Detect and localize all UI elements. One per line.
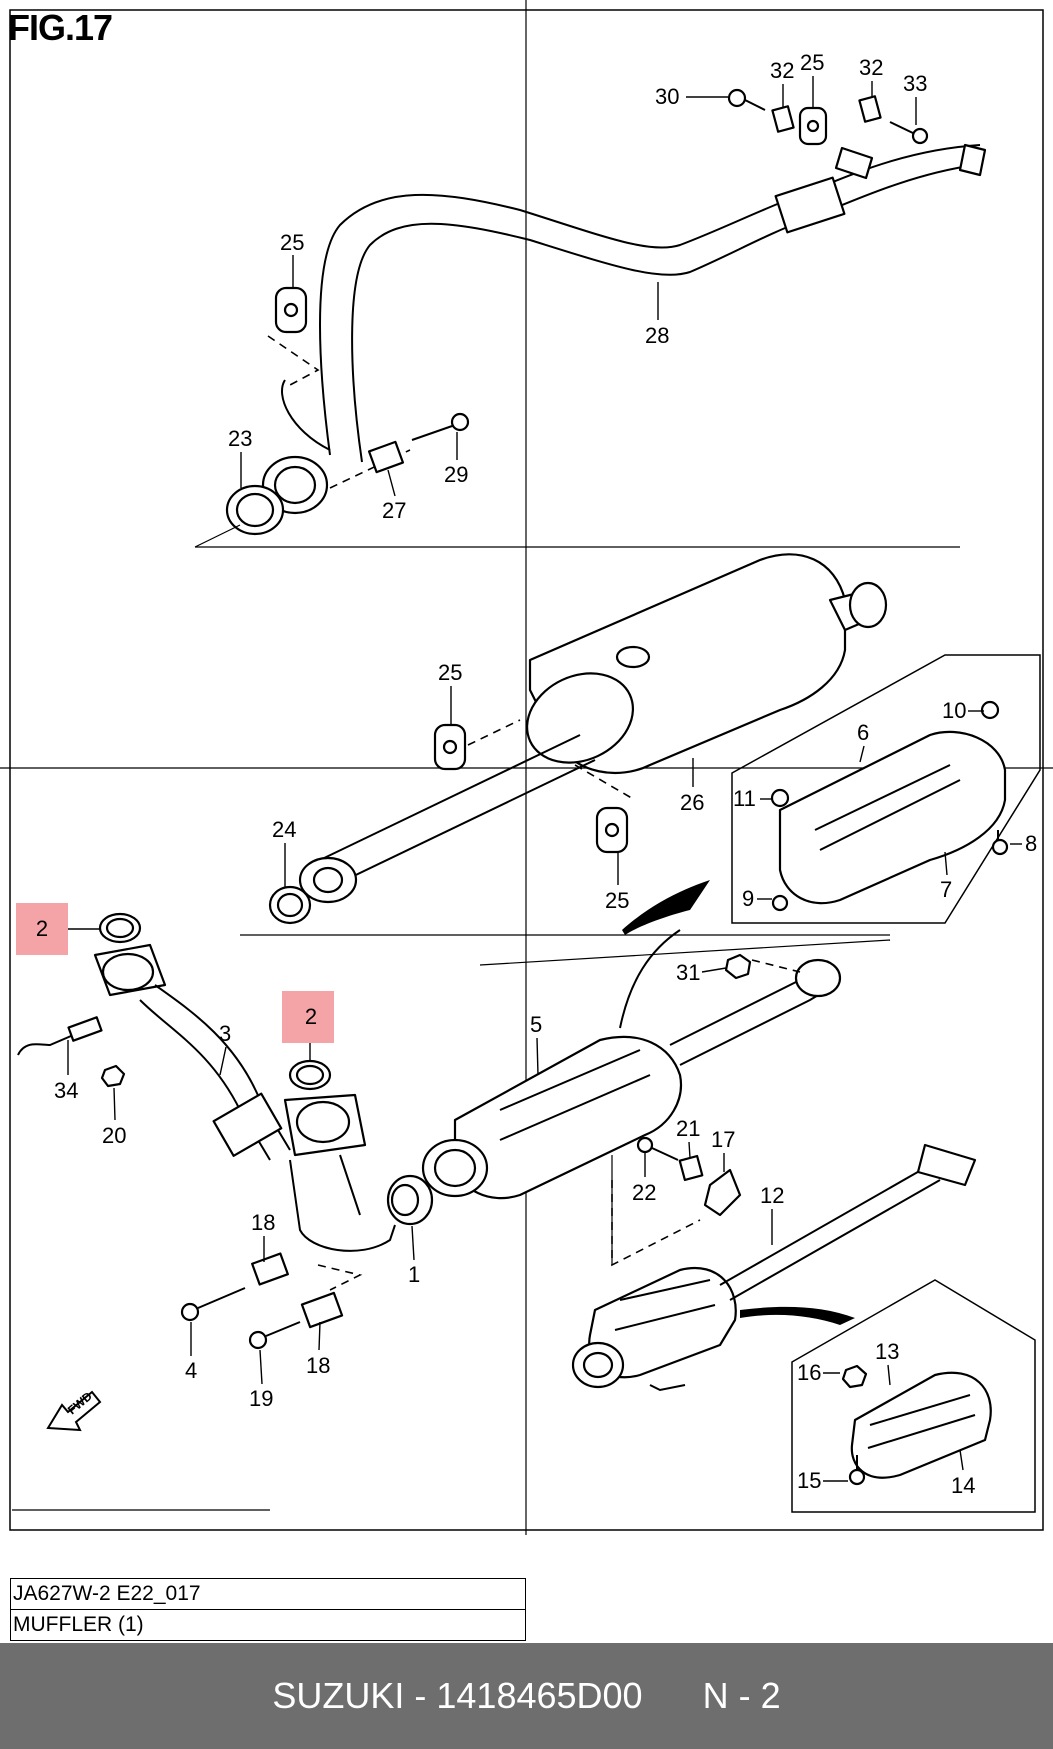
callout-4[interactable]: 4: [185, 1358, 197, 1383]
bolt-29: [411, 412, 470, 441]
callout-5[interactable]: 5: [530, 1012, 542, 1037]
spring-18-upper: [251, 1252, 289, 1286]
callout-27[interactable]: 27: [382, 498, 406, 523]
figure-label: FIG.17: [8, 7, 112, 48]
collar-32a: [771, 105, 795, 133]
callout-16[interactable]: 16: [797, 1360, 821, 1385]
callout-20[interactable]: 20: [102, 1123, 126, 1148]
callout-9[interactable]: 9: [742, 886, 754, 911]
heat-shield-inset-box: [731, 654, 1041, 924]
callout-25a[interactable]: 25: [800, 50, 824, 75]
intermediate-pipe: [298, 734, 596, 904]
tail-pipe-28: [319, 143, 987, 463]
footer-page: N - 2: [702, 1675, 781, 1716]
callout-1[interactable]: 1: [408, 1262, 420, 1287]
catalytic-converter-12: [571, 1143, 977, 1392]
callout-34[interactable]: 34: [54, 1078, 78, 1103]
callout-14[interactable]: 14: [951, 1473, 975, 1498]
bolt-33: [889, 121, 929, 145]
callout-18a[interactable]: 18: [251, 1210, 275, 1235]
hanger-25-mid-upper: [433, 723, 467, 771]
callout-17[interactable]: 17: [711, 1127, 735, 1152]
hanger-25-left: [274, 286, 308, 334]
inset-pointer: [622, 880, 710, 935]
spring-27: [367, 440, 405, 474]
section-divider-3: [479, 939, 891, 966]
callout-13[interactable]: 13: [875, 1339, 899, 1364]
caption-code: JA627W-2 E22_017: [10, 1578, 526, 1610]
callout-25d[interactable]: 25: [605, 888, 629, 913]
gasket-24: [268, 885, 312, 925]
gasket-2-left: [98, 912, 142, 944]
highlight-box-2-left: [16, 903, 68, 955]
callout-31[interactable]: 31: [676, 960, 700, 985]
callout-23[interactable]: 23: [228, 426, 252, 451]
hanger-25-mid-lower: [595, 806, 629, 854]
callout-28[interactable]: 28: [645, 323, 669, 348]
callout-21[interactable]: 21: [676, 1116, 700, 1141]
callout-25b[interactable]: 25: [280, 230, 304, 255]
callout-8[interactable]: 8: [1025, 831, 1037, 856]
inset-pointer-line: [619, 929, 681, 1029]
gasket-2-right: [288, 1059, 332, 1091]
highlight-box-2-right: [282, 991, 334, 1043]
caption-title: MUFFLER (1): [10, 1609, 526, 1641]
callout-22[interactable]: 22: [632, 1180, 656, 1205]
bolt-30: [727, 88, 766, 111]
callout-19[interactable]: 19: [249, 1386, 273, 1411]
nut-31: [724, 953, 752, 980]
callout-26[interactable]: 26: [680, 790, 704, 815]
callout-labels: 30 32 25 32 33 25 28 23 29 27 25 10 6 11…: [54, 50, 1037, 1498]
exhaust-manifold-flange-2: [283, 1093, 396, 1252]
footer-part-number: SUZUKI - 1418465D00: [272, 1675, 643, 1716]
callout-2-left[interactable]: 2: [36, 916, 48, 941]
collar-21: [678, 1154, 704, 1182]
callout-10[interactable]: 10: [942, 698, 966, 723]
callout-18b[interactable]: 18: [306, 1353, 330, 1378]
main-muffler-26: [525, 553, 888, 775]
callout-32a[interactable]: 32: [770, 58, 794, 83]
callout-24[interactable]: 24: [272, 817, 296, 842]
heat-shield-inset-box-2: [791, 1279, 1036, 1513]
inset-pointer-2: [740, 1306, 855, 1325]
hanger-25-top: [798, 106, 828, 146]
gasket-23: [225, 484, 285, 536]
callout-15[interactable]: 15: [797, 1468, 821, 1493]
gasket-1: [386, 1174, 434, 1226]
callout-3[interactable]: 3: [219, 1021, 231, 1046]
callout-32b[interactable]: 32: [859, 55, 883, 80]
spring-18-lower: [300, 1291, 344, 1329]
callout-11[interactable]: 11: [733, 786, 756, 811]
catalytic-converter-5: [421, 958, 842, 1200]
callout-30[interactable]: 30: [655, 84, 679, 109]
front-pipe-3: [93, 943, 291, 1161]
caption-table: JA627W-2 E22_017 MUFFLER (1): [10, 1578, 526, 1641]
bracket-17: [703, 1168, 742, 1217]
forward-direction-marker: FWD: [46, 1389, 102, 1432]
footer-spacer: [643, 1675, 703, 1717]
callout-29[interactable]: 29: [444, 462, 468, 487]
nut-20: [100, 1064, 126, 1088]
footer-bar: SUZUKI - 1418465D00 N - 2: [0, 1643, 1053, 1749]
bolt-22: [636, 1136, 679, 1161]
section-divider-1-tick: [194, 524, 241, 548]
callout-12[interactable]: 12: [760, 1183, 784, 1208]
bolt-19: [248, 1321, 301, 1350]
callout-6[interactable]: 6: [857, 720, 869, 745]
exhaust-parts-diagram: FIG.17: [0, 0, 1053, 1535]
callout-7[interactable]: 7: [940, 877, 952, 902]
bolt-4: [180, 1287, 246, 1322]
resonator-28: [774, 176, 846, 234]
callout-2-right[interactable]: 2: [305, 1004, 317, 1029]
callout-25c[interactable]: 25: [438, 660, 462, 685]
oxygen-sensor-34: [17, 1016, 103, 1056]
callout-33[interactable]: 33: [903, 71, 927, 96]
collar-32b: [858, 95, 882, 123]
